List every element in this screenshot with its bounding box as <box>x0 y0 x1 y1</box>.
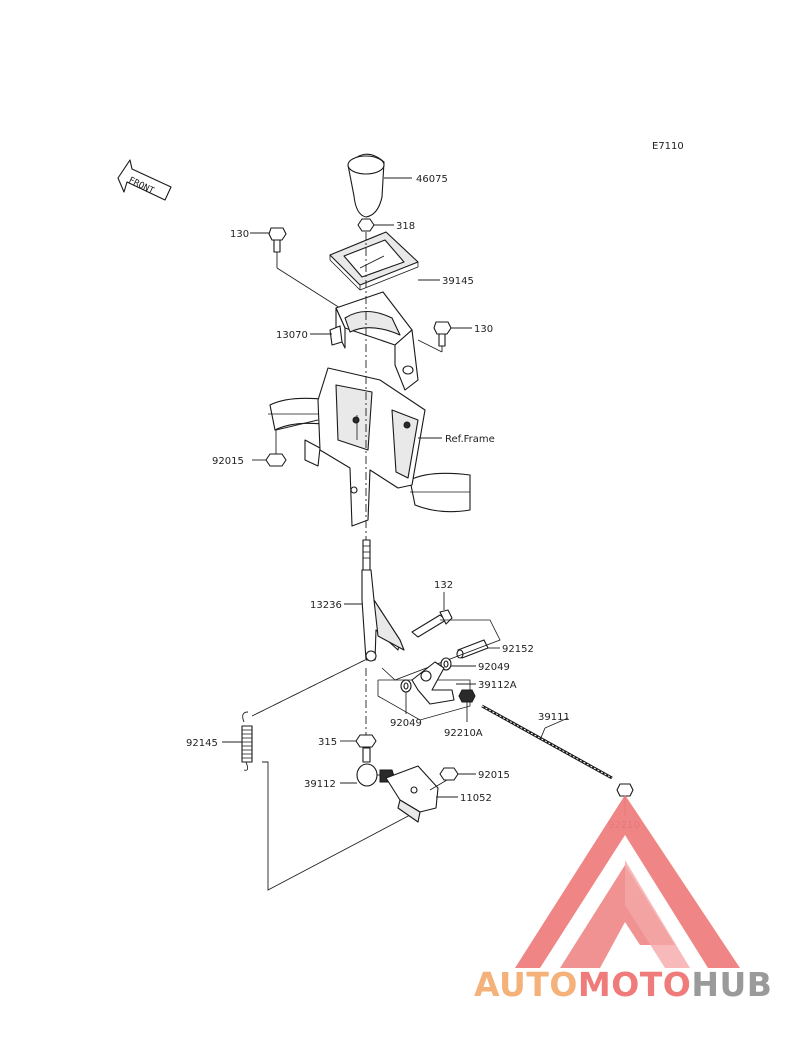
bolt-132 <box>411 592 453 638</box>
nut-92015-left <box>252 419 319 467</box>
nut-315 <box>340 734 377 748</box>
label-92015-left: 92015 <box>212 456 244 467</box>
label-11052: 11052 <box>460 793 492 804</box>
shift-lever <box>344 539 405 662</box>
label-92152: 92152 <box>502 644 534 655</box>
nut-92210a <box>458 689 476 722</box>
frame <box>268 367 471 527</box>
bolt-130-left <box>250 227 341 309</box>
shift-plate <box>329 231 440 291</box>
joint-39112a <box>411 661 476 705</box>
label-39145: 39145 <box>442 276 474 287</box>
bolt-130-right <box>417 321 472 353</box>
label-315: 315 <box>318 737 337 748</box>
label-92145: 92145 <box>186 738 218 749</box>
label-39112a: 39112A <box>478 680 517 691</box>
nut-318 <box>357 218 394 232</box>
spring-92145 <box>222 711 253 771</box>
label-130-left: 130 <box>230 229 249 240</box>
label-92015-right: 92015 <box>478 770 510 781</box>
shift-bracket <box>310 291 419 391</box>
label-39112: 39112 <box>304 779 336 790</box>
washer-92049-right <box>440 657 476 671</box>
label-132: 132 <box>434 580 453 591</box>
label-130-right: 130 <box>474 324 493 335</box>
label-92049-left: 92049 <box>390 718 422 729</box>
label-318: 318 <box>396 221 415 232</box>
watermark-text: AUTOMOTOHUB <box>474 965 772 1004</box>
label-39111: 39111 <box>538 712 570 723</box>
diagram-code: E7110 <box>652 141 684 152</box>
rod-39111 <box>481 704 613 780</box>
label-13236: 13236 <box>310 600 342 611</box>
shift-knob <box>347 153 412 218</box>
nut-92015-right <box>429 767 476 791</box>
front-arrow-icon: FRONT <box>117 159 172 201</box>
label-ref-frame: Ref.Frame <box>445 434 495 445</box>
washer-92049-left <box>400 679 412 714</box>
label-13070: 13070 <box>276 330 308 341</box>
joint-39112 <box>340 747 395 787</box>
label-92210a: 92210A <box>444 728 483 739</box>
bracket-11052 <box>385 765 458 823</box>
watermark-logo <box>515 795 740 968</box>
label-46075: 46075 <box>416 174 448 185</box>
label-92049-right: 92049 <box>478 662 510 673</box>
